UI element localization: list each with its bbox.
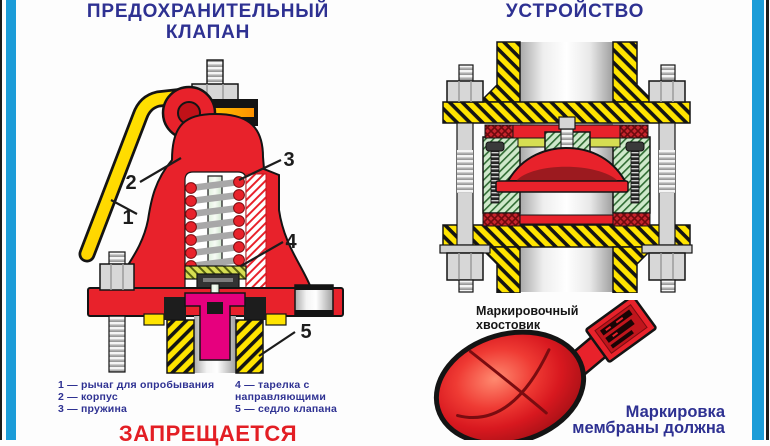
left-title-line1: ПРЕДОХРАНИТЕЛЬНЫЙ — [86, 1, 330, 22]
legend-column-2: 4 — тарелка с направляющими 5 — седло кл… — [235, 379, 338, 415]
callout-3: 3 — [283, 149, 294, 171]
legend-item-4-line1: 4 — тарелка с — [235, 379, 310, 391]
frame-edge-left — [0, 0, 2, 440]
marking-caption: Маркировка мембраны должна — [520, 403, 725, 437]
tail-label-line1: Маркировочный — [476, 304, 579, 318]
legend-item-2: 2 — корпус — [58, 390, 118, 403]
frame-stripe-right — [752, 0, 764, 440]
valve-disc — [184, 265, 247, 289]
spring — [185, 175, 245, 273]
callout-4: 4 — [285, 231, 297, 253]
clamp-screws — [485, 141, 645, 204]
test-lever — [78, 87, 194, 263]
callout-lines — [110, 157, 296, 357]
callout-2: 2 — [125, 172, 136, 194]
valve-seat-assembly — [143, 283, 287, 374]
right-title: УСТРОЙСТВО — [505, 1, 645, 22]
membrane-dome — [495, 146, 629, 193]
membrane-disc — [433, 329, 587, 440]
valve-seat — [184, 292, 246, 361]
membrane-device-diagram — [439, 41, 693, 293]
body-wall-hatch — [245, 173, 267, 289]
legend-item-1: 1 — рычаг для опробывания — [58, 379, 215, 391]
forbidden-heading: ЗАПРЕЩАЕТСЯ — [118, 421, 298, 446]
callout-5: 5 — [300, 321, 311, 343]
outlet-stub — [294, 284, 334, 316]
marking-caption-line1: Маркировка — [625, 403, 725, 421]
flanges — [442, 41, 691, 293]
tail-label-line2: хвостовик — [476, 318, 541, 332]
legend-column-1: 1 — рычаг для опробывания 2 — корпус 3 —… — [58, 379, 215, 415]
pipe-wall-right — [235, 319, 264, 374]
marking-tag — [585, 300, 657, 363]
left-title-line2: КЛАПАН — [165, 22, 251, 43]
legend-item-4-line2: направляющими — [235, 390, 326, 403]
flange-bolt-left — [439, 64, 491, 293]
tail-label: Маркировочный хвостовик — [476, 304, 578, 332]
flange-bolt-right — [641, 64, 693, 293]
marking-caption-line2: мембраны должна — [572, 419, 725, 437]
legend-item-3: 3 — пружина — [58, 402, 128, 415]
frame-edge-right — [766, 0, 769, 440]
frame-stripe-left — [6, 0, 16, 440]
safety-valve-diagram: 1 2 3 4 5 — [78, 59, 344, 374]
flange-bolt — [99, 251, 135, 373]
left-title: ПРЕДОХРАНИТЕЛЬНЫЙ КЛАПАН — [40, 1, 376, 43]
callout-1: 1 — [122, 207, 133, 229]
lower-gasket — [482, 212, 651, 227]
legend-item-5: 5 — седло клапана — [235, 402, 338, 415]
pipe-wall-left — [166, 319, 195, 374]
membrane-disc-figure — [433, 300, 657, 440]
